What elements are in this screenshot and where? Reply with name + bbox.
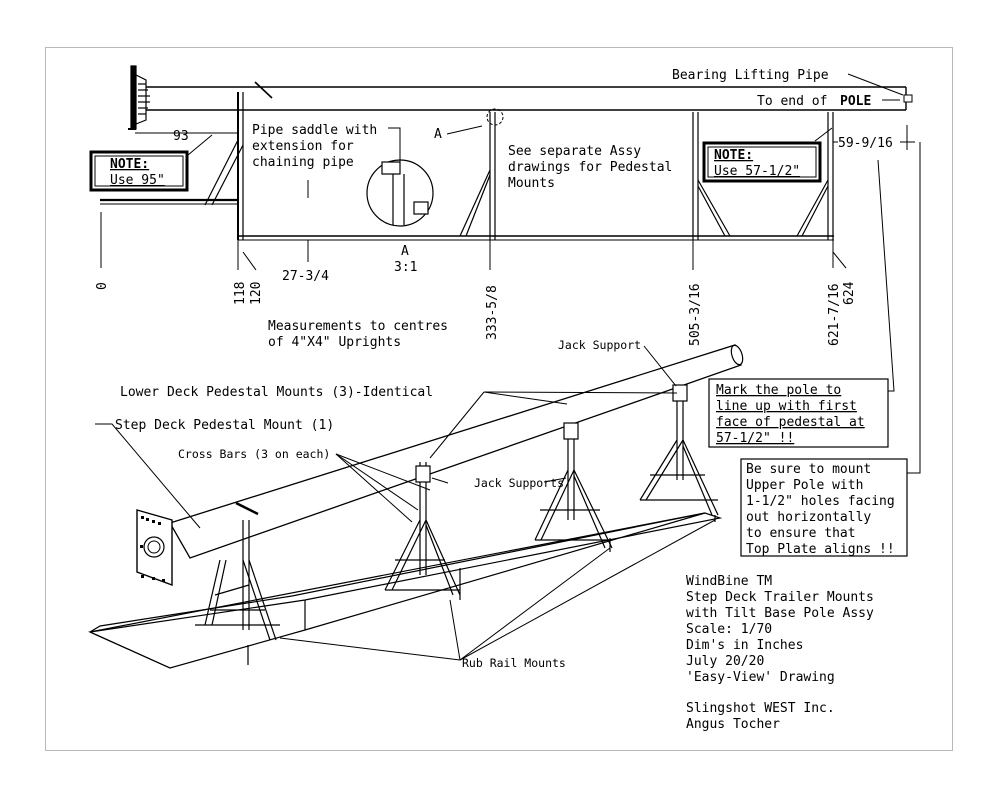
isometric-view: Jack Support Lower Deck Pedestal Mounts … xyxy=(88,142,921,670)
lower-deck-label: Lower Deck Pedestal Mounts (3)-Identical xyxy=(120,385,433,400)
note1-body: Use 95" xyxy=(110,173,165,188)
detail-scale: 3:1 xyxy=(394,260,417,275)
title-line-3: with Tilt Base Pole Assy xyxy=(686,606,874,621)
title-block: WindBine TM Step Deck Trailer Mounts wit… xyxy=(686,574,874,732)
bearing-lifting-pipe-label: Bearing Lifting Pipe xyxy=(672,68,829,83)
dim-93: 93 xyxy=(173,129,189,144)
jack-support-label: Jack Support xyxy=(558,338,641,352)
jack-supports-label: Jack Supports xyxy=(474,476,564,490)
note1-title: NOTE: xyxy=(110,157,149,172)
dim-59: 59-9/16 xyxy=(838,136,893,151)
author-name: Angus Tocher xyxy=(686,717,780,732)
be-sure-line-2: Upper Pole with xyxy=(746,478,863,493)
be-sure-line-3: 1-1/2" holes facing xyxy=(746,494,895,509)
dim-118: 118 xyxy=(233,282,248,305)
measurements-line-1: Measurements to centres xyxy=(268,319,448,334)
company-name: Slingshot WEST Inc. xyxy=(686,701,835,716)
be-sure-note: Be sure to mount Upper Pole with 1-1/2" … xyxy=(740,458,908,557)
note2-title: NOTE: xyxy=(714,148,753,163)
be-sure-line-4: out horizontally xyxy=(746,510,871,525)
mark-pole-line-1: Mark the pole to xyxy=(716,383,841,398)
dim-333: 333-5/8 xyxy=(485,285,500,340)
dim-505: 505-3/16 xyxy=(688,283,703,346)
be-sure-line-5: to ensure that xyxy=(746,526,856,541)
mark-pole-line-3: face of pedestal at xyxy=(716,415,865,430)
rub-rail-label: Rub Rail Mounts xyxy=(462,656,566,670)
dim-0: 0 xyxy=(95,282,110,290)
elevation-view: Bearing Lifting Pipe To end of POLE 93 N… xyxy=(89,65,915,350)
be-sure-line-1: Be sure to mount xyxy=(746,462,871,477)
title-line-5: Dim's in Inches xyxy=(686,638,803,653)
see-separate-line-1: See separate Assy xyxy=(508,144,641,159)
pipe-saddle-line-1: Pipe saddle with xyxy=(252,123,377,138)
step-deck-label: Step Deck Pedestal Mount (1) xyxy=(115,418,334,433)
pole-label: POLE xyxy=(840,94,871,109)
mark-pole-line-4: 57-1/2" !! xyxy=(716,431,794,446)
title-line-6: July 20/20 xyxy=(686,654,764,669)
note2-body: Use 57-1/2" xyxy=(714,164,800,179)
be-sure-line-6: Top Plate aligns !! xyxy=(746,542,895,557)
pipe-saddle-line-2: extension for xyxy=(252,139,354,154)
detail-a-label: A xyxy=(401,244,409,259)
mark-pole-line-2: line up with first xyxy=(716,399,857,414)
title-line-2: Step Deck Trailer Mounts xyxy=(686,590,874,605)
mark-pole-note: Mark the pole to line up with first face… xyxy=(708,378,889,448)
measurements-line-2: of 4"X4" Uprights xyxy=(268,335,401,350)
to-end-of-label: To end of xyxy=(757,94,827,109)
tilt-base-plate xyxy=(128,65,150,130)
section-a-label: A xyxy=(434,127,442,142)
see-separate-line-2: drawings for Pedestal xyxy=(508,160,672,175)
dim-120: 120 xyxy=(249,282,264,305)
dim-624: 624 xyxy=(842,281,857,305)
pipe-saddle-line-3: chaining pipe xyxy=(252,155,354,170)
see-separate-line-3: Mounts xyxy=(508,176,555,191)
dim-27: 27-3/4 xyxy=(282,269,329,284)
title-line-1: WindBine TM xyxy=(686,574,772,589)
dim-621: 621-7/16 xyxy=(827,283,842,346)
cross-bars-label: Cross Bars (3 on each) xyxy=(178,447,330,461)
title-line-4: Scale: 1/70 xyxy=(686,622,772,637)
title-line-7: 'Easy-View' Drawing xyxy=(686,670,835,685)
